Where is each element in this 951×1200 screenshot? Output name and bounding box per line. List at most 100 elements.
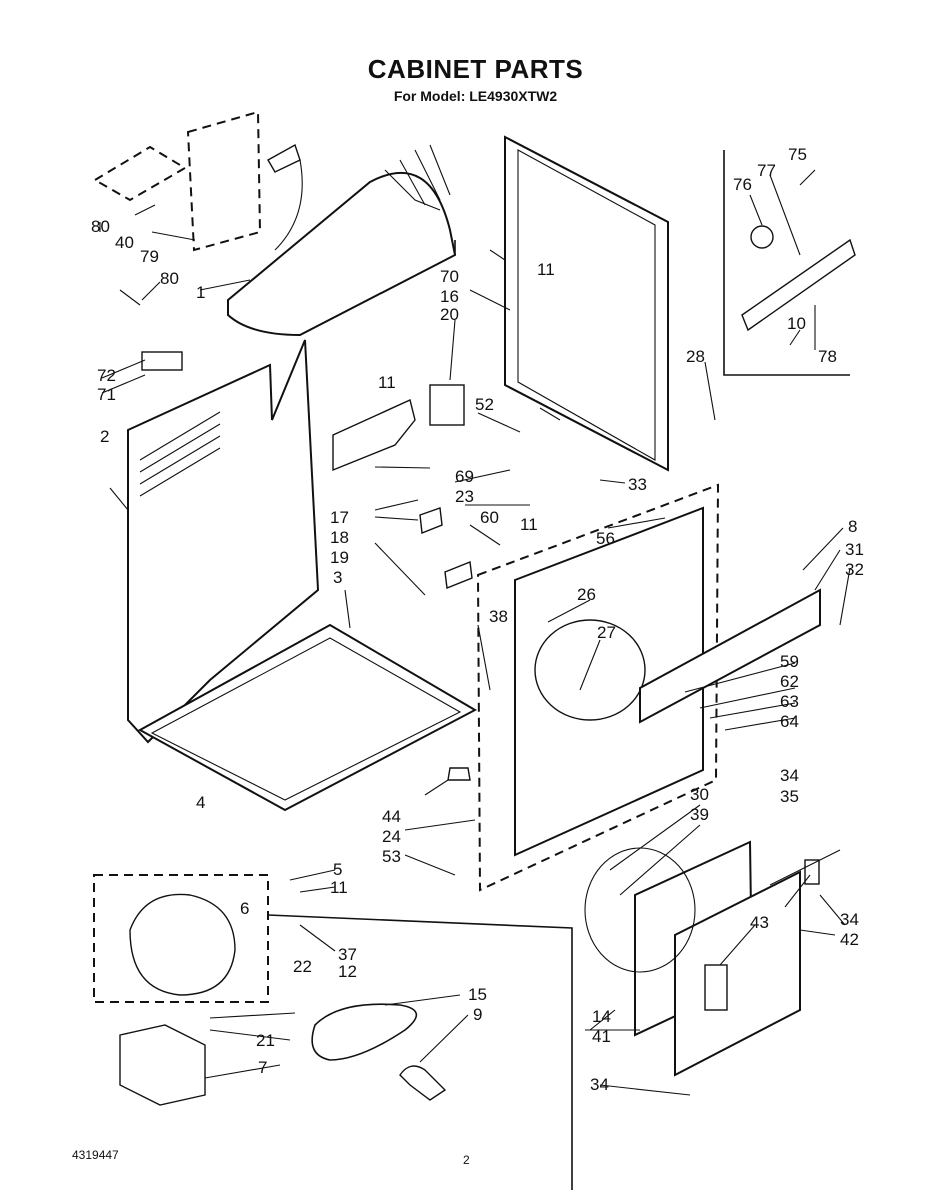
callout-41: 41	[592, 1027, 611, 1046]
callout-34-right: 34	[840, 910, 859, 929]
callout-18: 18	[330, 528, 349, 547]
drive-belt	[311, 1003, 418, 1061]
callout-11-front: 11	[520, 515, 538, 534]
callout-16: 16	[440, 287, 459, 306]
callout-14: 14	[592, 1007, 611, 1026]
callout-38: 38	[489, 607, 508, 626]
top-panel-front	[227, 240, 456, 315]
side-panel-part	[127, 339, 320, 744]
callout-8: 8	[848, 517, 857, 536]
door-handle	[704, 964, 728, 1011]
callout-79: 79	[140, 247, 159, 266]
callout-34-top: 34	[780, 766, 799, 785]
callout-70: 70	[440, 267, 459, 286]
callout-12: 12	[338, 962, 357, 981]
callout-77: 77	[757, 161, 776, 180]
callout-75: 75	[788, 145, 807, 164]
idler-pulley	[399, 1065, 447, 1101]
callout-62: 62	[780, 672, 799, 691]
dash-group-top-left	[93, 145, 187, 202]
door-catch	[444, 561, 473, 589]
top-panel-handle	[267, 143, 301, 173]
light-socket	[750, 225, 774, 249]
callout-30: 30	[690, 785, 709, 804]
inset-border-right	[723, 150, 850, 376]
callout-34-bottom: 34	[590, 1075, 609, 1094]
rear-panel-frame	[504, 135, 669, 472]
callout-80-mid: 80	[160, 269, 179, 288]
callout-15: 15	[468, 985, 487, 1004]
motor-mount-part	[119, 1024, 206, 1106]
timer-part	[429, 384, 465, 426]
callout-43: 43	[750, 913, 769, 932]
callout-31: 31	[845, 540, 864, 559]
callout-53: 53	[382, 847, 401, 866]
top-panel-part	[227, 172, 457, 337]
callout-39: 39	[690, 805, 709, 824]
callout-78: 78	[818, 347, 837, 366]
dash-group-terminals	[186, 110, 262, 252]
callout-1: 1	[196, 283, 205, 302]
dash-group-motor	[93, 874, 269, 1003]
callout-11-motor: 11	[330, 878, 348, 897]
callout-60: 60	[480, 508, 499, 527]
callout-11-bracket: 11	[378, 373, 396, 392]
callout-42: 42	[840, 930, 859, 949]
toe-panel-part	[639, 588, 821, 724]
callout-4: 4	[196, 793, 205, 812]
callout-26: 26	[577, 585, 596, 604]
page-title: CABINET PARTS	[367, 54, 584, 84]
side-panel-vents	[139, 411, 221, 497]
callout-2: 2	[100, 427, 109, 446]
base-part	[137, 623, 478, 812]
callout-52: 52	[475, 395, 494, 414]
callout-28: 28	[686, 347, 705, 366]
callout-32: 32	[845, 560, 864, 579]
callout-24: 24	[382, 827, 401, 846]
rear-panel-inner	[517, 149, 656, 461]
callout-5: 5	[333, 860, 342, 879]
callout-9: 9	[473, 1005, 482, 1024]
callout-6: 6	[240, 899, 249, 918]
callout-76: 76	[733, 175, 752, 194]
callout-69: 69	[455, 467, 474, 486]
callout-44: 44	[382, 807, 401, 826]
door-switch	[419, 507, 443, 534]
callout-23: 23	[455, 487, 474, 506]
callout-80-top: 80	[91, 217, 110, 236]
model-subtitle: For Model: LE4930XTW2	[393, 88, 558, 104]
callout-10: 10	[787, 314, 806, 333]
callout-22: 22	[293, 957, 312, 976]
callout-17: 17	[330, 508, 349, 527]
callout-19: 19	[330, 548, 349, 567]
doc-number: 4319447	[72, 1148, 119, 1162]
callout-59: 59	[780, 652, 799, 671]
leveling-leg	[447, 767, 471, 781]
switch-bracket	[332, 399, 416, 472]
callout-3: 3	[333, 568, 342, 587]
callout-72: 72	[97, 366, 116, 385]
door-opening	[534, 619, 646, 721]
callout-71: 71	[97, 385, 116, 404]
page-number: 2	[463, 1153, 470, 1167]
callout-33: 33	[628, 475, 647, 494]
callout-20: 20	[440, 305, 459, 324]
lamp-bracket	[741, 238, 856, 332]
callout-27: 27	[597, 623, 616, 642]
motor-bracket-line	[267, 914, 573, 1190]
callout-64: 64	[780, 712, 799, 731]
base-inner	[150, 637, 462, 801]
door-outer-part	[674, 870, 801, 1077]
callout-35: 35	[780, 787, 799, 806]
callout-56: 56	[596, 529, 615, 548]
motor-part	[129, 893, 236, 996]
callout-21: 21	[256, 1031, 275, 1050]
callout-7: 7	[258, 1058, 267, 1077]
callout-40: 40	[115, 233, 134, 252]
callout-11-rear: 11	[537, 260, 555, 279]
callout-63: 63	[780, 692, 799, 711]
dash-group-front	[476, 483, 720, 892]
terminal-block	[141, 351, 183, 371]
callout-37: 37	[338, 945, 357, 964]
